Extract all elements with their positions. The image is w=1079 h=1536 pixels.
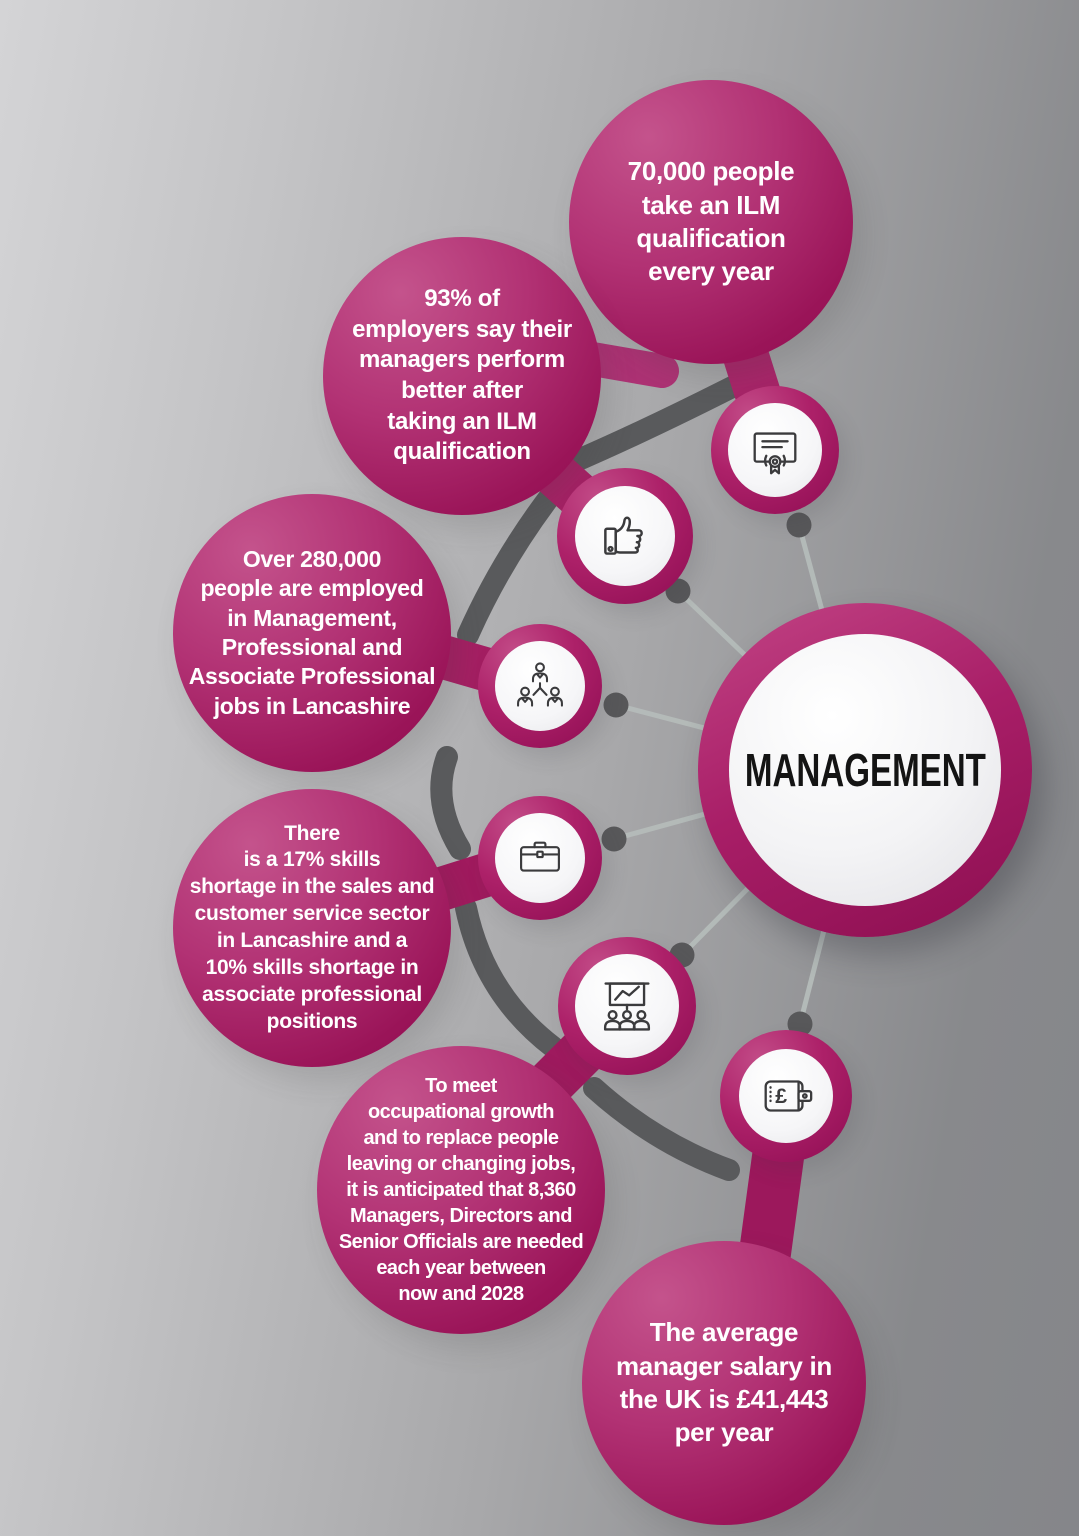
icon-pod-briefcase: [478, 796, 602, 920]
central-title: MANAGEMENT: [744, 744, 986, 796]
fact-bubble-ilm-uptake: 70,000 people take an ILM qualification …: [569, 80, 853, 364]
icon-pod-wallet: £: [720, 1030, 852, 1162]
certificate-icon: [753, 432, 797, 475]
fact-text-employment-numbers: Over 280,000 people are employed in Mana…: [188, 545, 436, 719]
chain-arcs: [430, 368, 759, 1181]
central-hub-face: MANAGEMENT: [729, 634, 1001, 906]
fact-bubble-skills-shortage: There is a 17% skills shortage in the sa…: [173, 789, 451, 1067]
icon-pod-team: [478, 624, 602, 748]
svg-text:£: £: [775, 1084, 787, 1108]
fact-bubble-occupational-growth: To meet occupational growth and to repla…: [317, 1046, 605, 1334]
presentation-icon: [603, 982, 651, 1031]
icon-pod-presentation: [558, 937, 696, 1075]
icon-pod-thumbs-up: [557, 468, 693, 604]
fact-bubble-employment-numbers: Over 280,000 people are employed in Mana…: [173, 494, 451, 772]
briefcase-icon: [520, 841, 560, 872]
fact-text-ilm-uptake: 70,000 people take an ILM qualification …: [627, 156, 795, 287]
thumbs-up-icon: [604, 516, 643, 555]
wallet-icon: £: [764, 1080, 813, 1112]
fact-text-occupational-growth: To meet occupational growth and to repla…: [338, 1075, 584, 1305]
fact-text-average-salary: The average manager salary in the UK is …: [615, 1317, 832, 1448]
icon-pod-certificate: [711, 386, 839, 514]
fact-text-skills-shortage: There is a 17% skills shortage in the sa…: [189, 821, 435, 1033]
fact-bubble-employer-feedback: 93% of employers say their managers perf…: [323, 237, 601, 515]
fact-bubble-average-salary: The average manager salary in the UK is …: [582, 1241, 866, 1525]
team-icon: [517, 662, 563, 707]
fact-text-employer-feedback: 93% of employers say their managers perf…: [352, 284, 572, 466]
central-hub: MANAGEMENT: [698, 603, 1032, 937]
